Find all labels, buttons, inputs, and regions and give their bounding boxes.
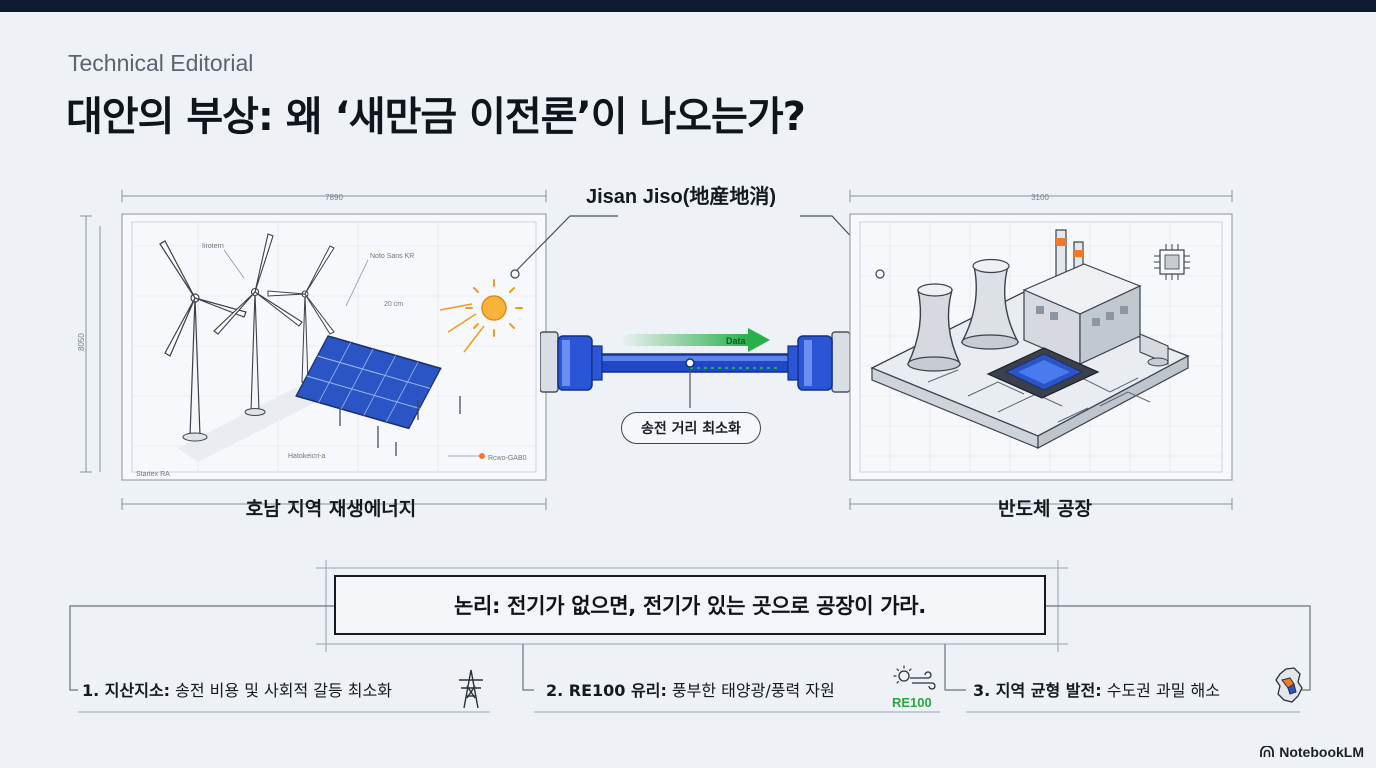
start-callout-label: Startex RA [136,471,170,478]
point-label: 3. 지역 균형 발전: [973,681,1102,700]
logic-frame-lines [69,560,1311,713]
point-local-consumption: 1. 지산지소: 송전 비용 및 사회적 갈등 최소화 [82,677,392,701]
microchip-icon [1154,244,1190,280]
notebooklm-logo-icon [1260,746,1275,757]
jisan-jiso-heading: Jisan Jiso(地産地消) [586,186,777,208]
wind-turbine-icon [159,240,247,442]
brand-label: NotebookLM [1279,744,1364,760]
point-text: 송전 비용 및 사회적 갈등 최소화 [170,681,392,700]
wind-turbine-icon [267,245,335,383]
kicker-label: Technical Editorial [68,50,254,76]
font-callout-label: Noto Sans KR [370,253,414,260]
dimension-top-label: 7890 [325,193,343,202]
panel-callout-label: Hatokeicn-a [288,453,325,460]
dimension-top-label: 3100 [1031,193,1049,202]
connector-lines [516,215,883,271]
dimension-side-label: 8050 [78,333,86,351]
top-bar [0,0,1376,12]
wind-turbine-icon [213,233,303,416]
page-title: 대안의 부상: 왜 ‘새만금 이전론’이 나오는가? [66,94,806,140]
semiconductor-fab-illustration: 3100 [848,186,1240,516]
point-label: 2. RE100 유리: [546,681,667,700]
data-arrow-label: Data [726,336,747,346]
logic-statement-box: 논리: 전기가 없으면, 전기가 있는 곳으로 공장이 가라. [334,575,1046,635]
transmission-cable-icon: Data [540,328,850,408]
point-label: 1. 지산지소: [82,681,171,700]
logic-statement: 논리: 전기가 없으면, 전기가 있는 곳으로 공장이 가라. [454,594,926,618]
point-text: 풍부한 태양광/풍력 자원 [666,681,835,700]
transmission-tower-icon [459,669,483,709]
sun-icon [439,279,523,353]
renewable-energy-illustration: 7890 8050 [78,186,550,516]
point-re100: 2. RE100 유리: 풍부한 태양광/풍력 자원 [546,677,835,701]
left-panel-caption: 호남 지역 재생에너지 [245,498,417,520]
korea-map-icon [1275,667,1303,703]
chip-icon [986,347,1100,399]
turbine-callout-label: Iirotern [202,243,224,250]
notebooklm-brand: NotebookLM [1260,744,1364,760]
cooling-tower-icon [960,258,1020,350]
right-panel-caption: 반도체 공장 [997,498,1092,520]
point-text: 수도권 과밀 해소 [1101,681,1220,700]
cooling-tower-icon [906,283,962,372]
base-callout-label: Rcwo-GAB0 [488,455,527,462]
solar-panel-icon [295,335,461,456]
point-regional-balance: 3. 지역 균형 발전: 수도권 과밀 해소 [973,677,1220,701]
distance-minimize-pill: 송전 거리 최소화 [621,412,761,444]
sun-wind-icon [893,665,936,690]
factory-icon [1022,229,1169,367]
size-callout-label: 20 cm [384,301,403,308]
re100-badge: RE100 [892,695,932,710]
